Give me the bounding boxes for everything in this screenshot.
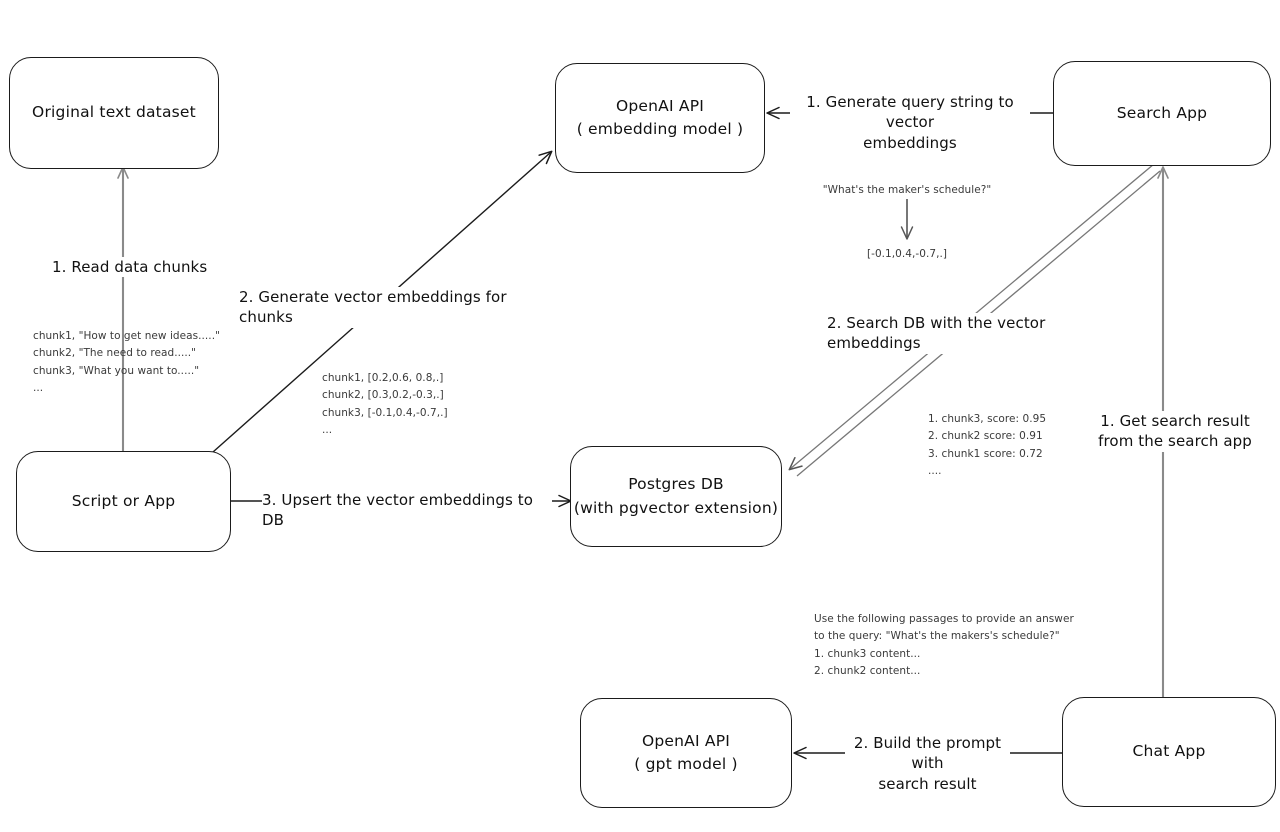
edge-label-upsert-db: 3. Upsert the vector embeddings to DB: [262, 490, 552, 531]
node-openai-api-gpt-model[interactable]: OpenAI API ( gpt model ): [580, 698, 792, 808]
edge-label-read-data-chunks: 1. Read data chunks: [52, 257, 252, 278]
node-label: Search App: [1116, 103, 1208, 122]
edge-label-get-search-result: 1. Get search result from the search app: [1090, 411, 1260, 452]
node-original-text-dataset[interactable]: Original text dataset: [9, 57, 219, 169]
node-label-line2: ( embedding model ): [576, 120, 744, 138]
edge-label-generate-embeddings: 2. Generate vector embeddings for chunks: [239, 287, 539, 328]
node-postgres-db[interactable]: Postgres DB (with pgvector extension): [570, 446, 782, 547]
note-query-text: "What's the maker's schedule?": [822, 184, 992, 196]
node-openai-api-embedding-model[interactable]: OpenAI API ( embedding model ): [555, 63, 765, 173]
node-label-line1: OpenAI API: [641, 731, 731, 750]
node-label-line1: Postgres DB: [628, 475, 724, 494]
edge-label-generate-query-embeddings: 1. Generate query string to vector embed…: [790, 92, 1030, 153]
node-search-app[interactable]: Search App: [1053, 61, 1271, 166]
node-chat-app[interactable]: Chat App: [1062, 697, 1276, 807]
note-raw-chunks: chunk1, "How to get new ideas....." chun…: [33, 330, 220, 394]
node-label-line1: OpenAI API: [615, 96, 705, 115]
note-prompt-text: Use the following passages to provide an…: [814, 613, 1074, 677]
node-label-line2: (with pgvector extension): [573, 498, 779, 517]
node-script-or-app[interactable]: Script or App: [16, 451, 231, 552]
node-label: Chat App: [1132, 742, 1206, 761]
node-label: Script or App: [71, 491, 176, 510]
node-label-line2: ( gpt model ): [634, 755, 738, 773]
note-query-vector: [-0.1,0.4,-0.7,.]: [866, 248, 948, 260]
note-search-results: 1. chunk3, score: 0.95 2. chunk2 score: …: [928, 413, 1047, 477]
edge-label-search-db: 2. Search DB with the vector embeddings: [827, 313, 1127, 354]
edge-label-build-prompt: 2. Build the prompt with search result: [845, 733, 1010, 794]
note-chunk-vectors: chunk1, [0.2,0.6, 0.8,.] chunk2, [0.3,0.…: [322, 372, 448, 436]
node-label: Original text dataset: [32, 103, 196, 122]
